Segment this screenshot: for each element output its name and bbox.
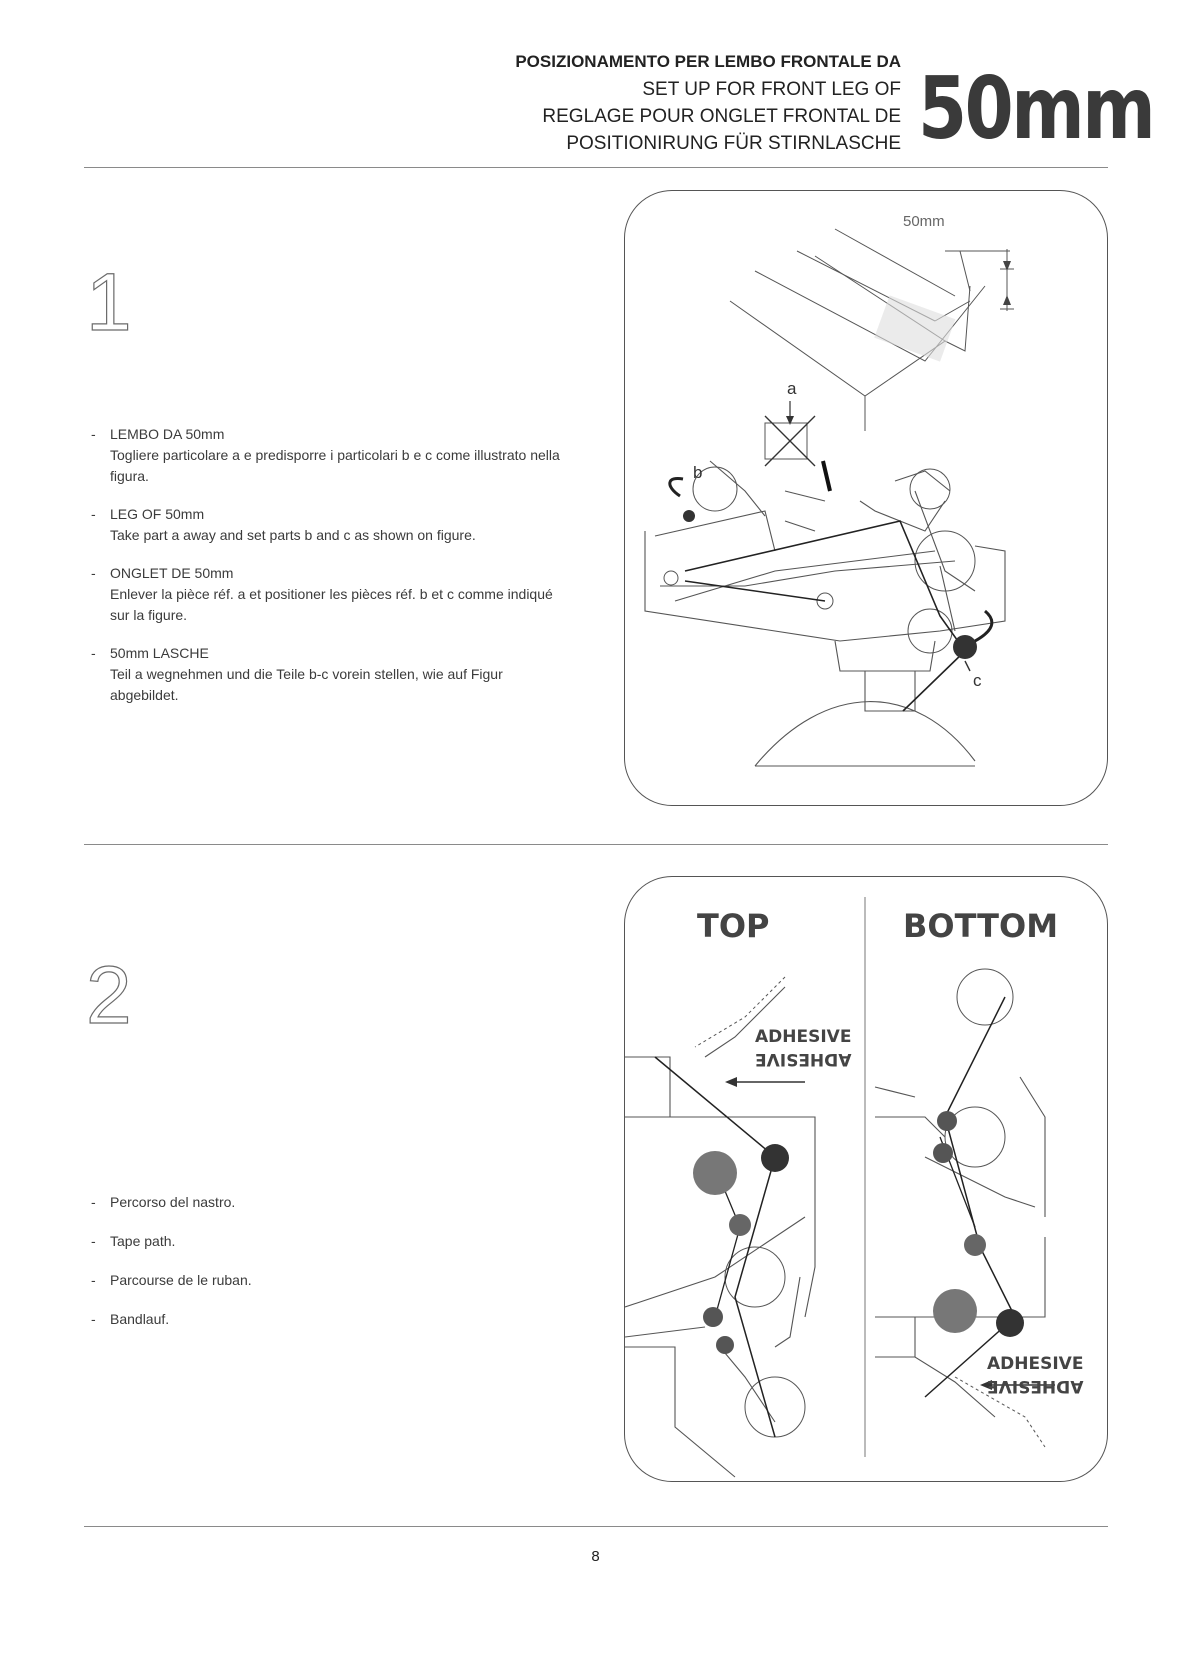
step1-item-text: Enlever la pièce réf. a et positioner le… (110, 586, 553, 623)
title-german: POSITIONIRUNG FÜR STIRNLASCHE (566, 133, 901, 154)
title-italian: POSIZIONAMENTO PER LEMBO FRONTALE DA (515, 52, 901, 71)
figure-step2: TOP BOTTOM ADHESIVE ADHESIVE ADHESIVE AD… (624, 876, 1108, 1482)
adhesive-text-mirrored: ADHESIVE (987, 1376, 1084, 1396)
step2-item-it: Percorso del nastro. (86, 1192, 566, 1213)
step2-item-text: Percorso del nastro. (110, 1194, 236, 1210)
step1-item-text: Togliere particolare a e predisporre i p… (110, 447, 560, 484)
step2-item-text: Tape path. (110, 1233, 176, 1249)
part-a-label: a (787, 379, 797, 398)
title-french: REGLAGE POUR ONGLET FRONTAL DE (542, 106, 901, 127)
step1-instructions: LEMBO DA 50mm Togliere particolare a e p… (86, 424, 566, 723)
step1-item-en: LEG OF 50mm Take part a away and set par… (86, 504, 566, 546)
step2-item-de: Bandlauf. (86, 1309, 566, 1330)
step2-item-fr: Parcourse de le ruban. (86, 1270, 566, 1291)
step1-item-fr: ONGLET DE 50mm Enlever la pièce réf. a e… (86, 563, 566, 626)
step1-item-heading: 50mm LASCHE (110, 645, 209, 661)
adhesive-text: ADHESIVE (755, 1027, 852, 1047)
adhesive-label-top: ADHESIVE ADHESIVE (755, 1027, 851, 1069)
bottom-label: BOTTOM (903, 907, 1059, 945)
step1-item-text: Take part a away and set parts b and c a… (110, 527, 476, 543)
machine-diagram-step1 (644, 228, 1014, 767)
section-rule (84, 844, 1108, 845)
footer-rule (84, 1526, 1108, 1527)
adhesive-label-bottom: ADHESIVE ADHESIVE (987, 1354, 1083, 1396)
title-english: SET UP FOR FRONT LEG OF (642, 79, 901, 100)
part-c-label: c (973, 671, 982, 690)
step2-item-en: Tape path. (86, 1231, 566, 1252)
adhesive-text: ADHESIVE (987, 1354, 1084, 1374)
adhesive-text-mirrored: ADHESIVE (755, 1049, 852, 1069)
step2-instructions: Percorso del nastro. Tape path. Parcours… (86, 1192, 566, 1348)
step1-item-heading: ONGLET DE 50mm (110, 565, 234, 581)
dimension-label: 50mm (903, 213, 945, 230)
step1-item-de: 50mm LASCHE Teil a wegnehmen und die Tei… (86, 643, 566, 706)
figure-step1: 50mm a b c (624, 190, 1108, 806)
top-label: TOP (697, 907, 770, 945)
step1-item-heading: LEMBO DA 50mm (110, 426, 225, 442)
step2-item-text: Parcourse de le ruban. (110, 1272, 252, 1288)
step2-item-text: Bandlauf. (110, 1311, 170, 1327)
part-b-label: b (693, 463, 703, 482)
size-badge: 50mm (918, 59, 1156, 159)
tape-path-diagram (625, 897, 1055, 1478)
header-rule (84, 167, 1108, 168)
step1-item-heading: LEG OF 50mm (110, 506, 205, 522)
step1-item-it: LEMBO DA 50mm Togliere particolare a e p… (86, 424, 566, 487)
page-number: 8 (591, 1548, 600, 1565)
step-number-2: 2 (85, 950, 132, 1041)
step-number-1: 1 (85, 257, 132, 348)
step1-item-text: Teil a wegnehmen und die Teile b-c vorei… (110, 666, 503, 703)
